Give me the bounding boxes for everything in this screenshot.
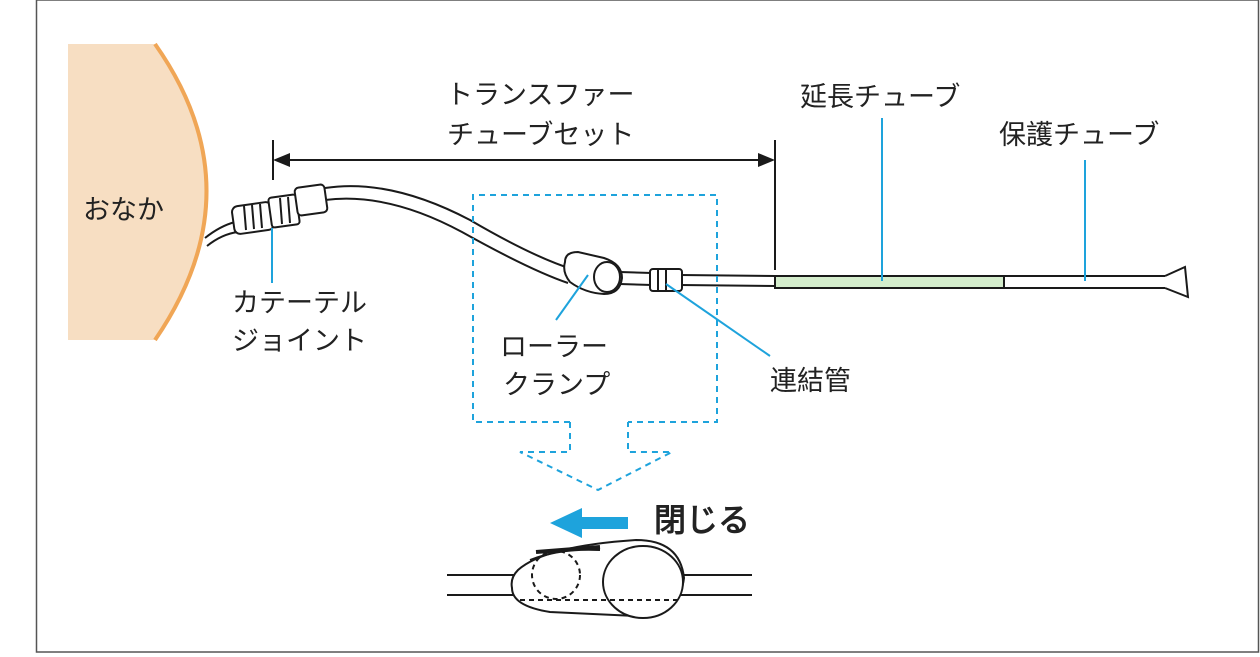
catheter-joint-label-line2: ジョイント: [232, 326, 367, 357]
catheter-joint: [231, 183, 329, 235]
protective-tube: [1004, 265, 1190, 299]
double-headed-arrow-icon: [272, 140, 776, 270]
close-action-label: 閉じる: [654, 501, 751, 539]
leader-lines: [271, 118, 1086, 357]
roller-clamp-detail: [447, 538, 752, 619]
abdomen-edge: [153, 42, 209, 342]
transfer-set-label-line1: トランスファー: [446, 80, 635, 111]
connector-tube-label: 連結管: [770, 366, 851, 397]
extension-tube-label: 延長チューブ: [800, 82, 961, 113]
roller-clamp: [563, 250, 624, 296]
diagram-frame: [35, 0, 1260, 653]
abdomen-shape: [68, 44, 207, 340]
protective-tube-label: 保護チューブ: [999, 120, 1160, 151]
connector-fitting: [649, 268, 683, 292]
left-arrow-icon: [550, 508, 628, 538]
roller-clamp-label-line2: クランプ: [503, 370, 611, 401]
roller-clamp-label-line1: ローラー: [500, 332, 608, 363]
abdomen-label: おなか: [83, 195, 164, 226]
extension-tube: [774, 275, 1005, 289]
detail-callout: [472, 194, 718, 492]
catheter-joint-label-line1: カテーテル: [232, 288, 367, 319]
transfer-set-label-line2: チューブセット: [447, 120, 635, 151]
